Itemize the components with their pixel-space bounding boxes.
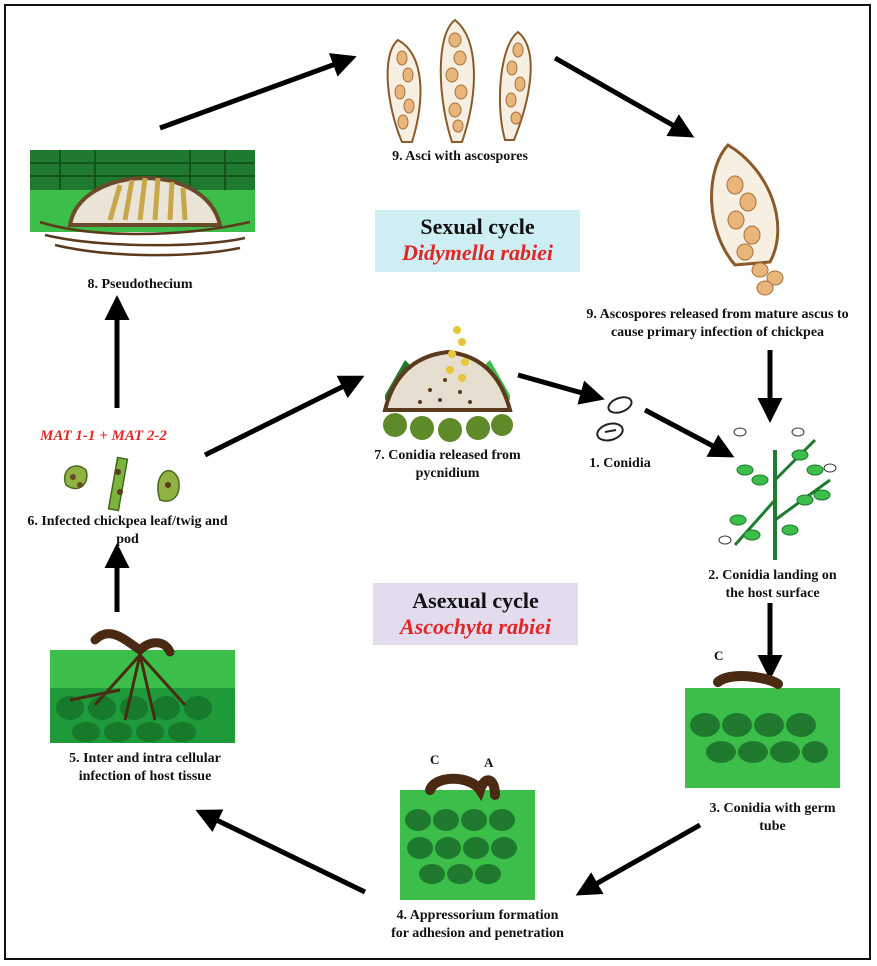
label-conidia-released: 7. Conidia released from pycnidium: [355, 447, 540, 483]
label-c-germ: C: [714, 648, 723, 664]
arrow-4-to-5: [200, 812, 365, 892]
label-appressorium: 4. Appressorium formation for adhesion a…: [345, 907, 610, 943]
label-conidia-landing: 2. Conidia landing on the host surface: [685, 567, 860, 603]
arrow-3-to-4: [580, 825, 700, 893]
sexual-cycle-organism: Didymella rabiei: [375, 240, 580, 266]
mature-ascus-illustration: [712, 145, 783, 295]
arrow-7-to-1: [518, 375, 600, 398]
host-plant-illustration: [719, 428, 836, 560]
arrow-1-to-2: [645, 410, 730, 455]
label-asci: 9. Asci with ascospores: [360, 148, 560, 166]
label-conidia: 1. Conidia: [570, 455, 670, 473]
label-ascospores-released: 9. Ascospores released from mature ascus…: [565, 306, 870, 342]
conidia-illustration: [595, 394, 633, 443]
sexual-cycle-title: Sexual cycle Didymella rabiei: [375, 214, 580, 266]
label-host-tissue-infection: 5. Inter and intra cellular infection of…: [25, 750, 265, 786]
arrow-6-to-7: [205, 378, 360, 455]
arrow-9-to-9b: [555, 58, 690, 135]
asexual-cycle-title: Asexual cycle Ascochyta rabiei: [373, 588, 578, 640]
label-a-appressorium: A: [484, 755, 493, 771]
infected-plant-illustration: [65, 458, 179, 511]
appressorium-tissue-illustration: [400, 779, 535, 900]
asci-illustration: [388, 20, 531, 142]
label-infected-chickpea: 6. Infected chickpea leaf/twig and pod: [5, 513, 250, 549]
pseudothecium-illustration: [30, 150, 255, 255]
label-c-appressorium: C: [430, 752, 439, 768]
asexual-cycle-organism: Ascochyta rabiei: [373, 614, 578, 640]
mating-type-label: MAT 1-1 + MAT 2-2: [40, 428, 220, 445]
asexual-cycle-heading: Asexual cycle: [373, 588, 578, 614]
pycnidium-illustration: [383, 326, 513, 442]
sexual-cycle-heading: Sexual cycle: [375, 214, 580, 240]
infected-tissue-illustration: [50, 634, 235, 743]
label-conidia-germ-tube: 3. Conidia with germ tube: [690, 800, 855, 836]
label-pseudothecium: 8. Pseudothecium: [45, 276, 235, 294]
arrow-8-to-9: [160, 58, 352, 128]
germ-tube-tissue-illustration: [685, 676, 840, 788]
